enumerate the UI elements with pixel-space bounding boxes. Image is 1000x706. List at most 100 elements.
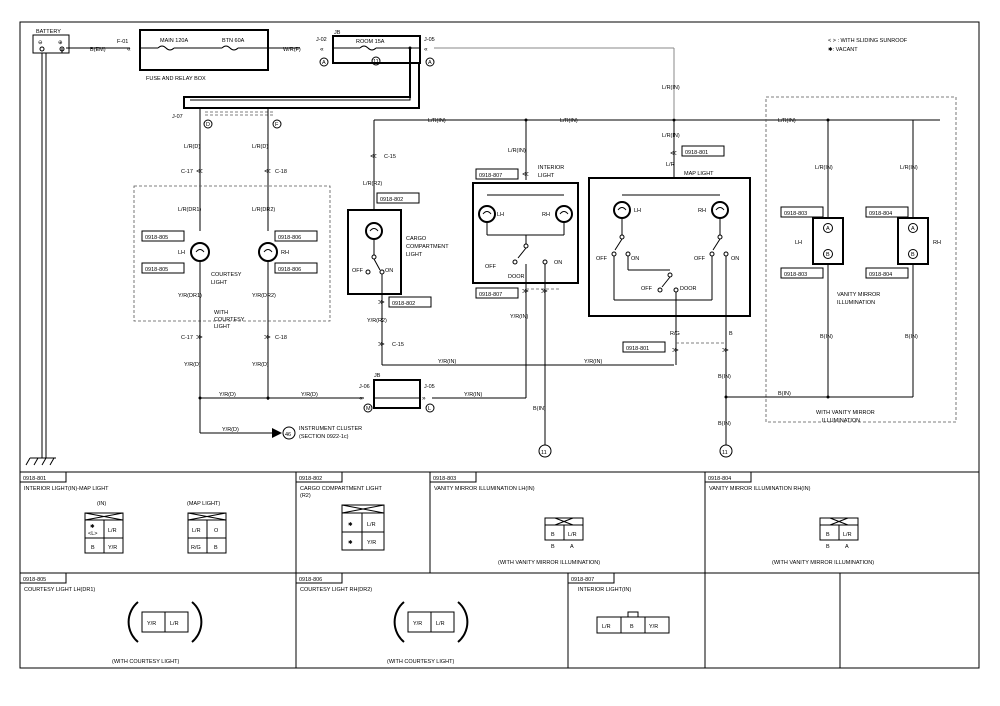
instrument-cluster-arrow-icon (272, 428, 282, 438)
svg-text:M: M (366, 406, 371, 412)
svg-text:B(IN): B(IN) (905, 334, 918, 340)
svg-text:ILLUMINATION: ILLUMINATION (837, 300, 875, 306)
svg-text:≪: ≪ (370, 153, 377, 160)
svg-text:(WITH COURTESY LIGHT): (WITH COURTESY LIGHT) (387, 659, 454, 665)
svg-text:RH: RH (281, 250, 289, 256)
svg-text:J-07: J-07 (172, 114, 183, 120)
svg-text:ON: ON (631, 256, 639, 262)
svg-text:✱: ✱ (90, 523, 95, 530)
svg-text:C-18: C-18 (275, 169, 287, 175)
svg-text:LIGHT: LIGHT (214, 324, 231, 330)
svg-text:B: B (551, 532, 555, 538)
svg-text:0918-807: 0918-807 (571, 577, 594, 583)
svg-text:L/R(D): L/R(D) (252, 144, 268, 150)
svg-text:L/R(IN): L/R(IN) (662, 133, 680, 139)
svg-text:J-05: J-05 (424, 37, 435, 43)
svg-text:A: A (911, 226, 915, 232)
svg-text:0918-803: 0918-803 (784, 272, 807, 278)
svg-text:L/R: L/R (602, 624, 611, 630)
svg-text:LIGHT: LIGHT (211, 280, 228, 286)
svg-text:≫: ≫ (522, 288, 529, 295)
diagram-frame (19, 21, 980, 669)
svg-text:CARGO COMPARTMENT LIGHT: CARGO COMPARTMENT LIGHT (300, 486, 383, 492)
svg-text:11: 11 (541, 450, 547, 456)
svg-text:RH: RH (542, 212, 550, 218)
svg-text:JB: JB (334, 30, 341, 36)
svg-text:OFF: OFF (694, 256, 706, 262)
svg-text:0918-806: 0918-806 (299, 577, 322, 583)
svg-text:VANITY MIRROR ILLUMINATION RH(: VANITY MIRROR ILLUMINATION RH(IN) (709, 486, 811, 492)
svg-text:A: A (845, 544, 849, 550)
svg-text:B(IN): B(IN) (778, 391, 791, 397)
svg-text:(R2): (R2) (300, 493, 311, 499)
courtesy-lh-bulb-icon (190, 242, 210, 262)
battery-plus: ⊕ (58, 40, 63, 46)
svg-text:Y/R(IN): Y/R(IN) (510, 314, 529, 320)
svg-text:Y/R(R2): Y/R(R2) (367, 318, 387, 324)
svg-text:B: B (826, 532, 830, 538)
svg-text:INSTRUMENT CLUSTER: INSTRUMENT CLUSTER (299, 426, 362, 432)
svg-text:(WITH COURTESY LIGHT): (WITH COURTESY LIGHT) (112, 659, 179, 665)
svg-text:MAP LIGHT: MAP LIGHT (684, 171, 714, 177)
svg-text:Y/R(IN): Y/R(IN) (438, 359, 457, 365)
svg-text:O: O (214, 528, 219, 534)
svg-text:LIGHT: LIGHT (406, 252, 423, 258)
svg-text:CARGO: CARGO (406, 236, 427, 242)
map-light (588, 177, 751, 317)
svg-text:C-17: C-17 (181, 169, 193, 175)
svg-text:ON: ON (554, 260, 562, 266)
interior-lh-bulb-icon (478, 205, 496, 223)
svg-text:R/G: R/G (191, 545, 201, 551)
svg-text:L/R(DR2): L/R(DR2) (252, 207, 275, 213)
svg-text:»: » (422, 395, 426, 402)
svg-text:ON: ON (731, 256, 739, 262)
svg-text:L/R(R2): L/R(R2) (363, 181, 382, 187)
svg-text:OFF: OFF (485, 264, 497, 270)
courtesy-rh-bulb-icon (258, 242, 278, 262)
svg-text:«: « (320, 46, 324, 53)
svg-text:L/R(IN): L/R(IN) (428, 118, 446, 124)
interior-rh-bulb-icon (555, 205, 573, 223)
svg-text:LH: LH (634, 208, 641, 214)
svg-text:B: B (729, 331, 733, 337)
cargo-compartment-light (347, 209, 402, 295)
svg-text:(SECTION 0922-1c): (SECTION 0922-1c) (299, 434, 349, 440)
svg-text:WITH: WITH (214, 310, 228, 316)
svg-text:COURTESY LIGHT LH(DR1): COURTESY LIGHT LH(DR1) (24, 587, 95, 593)
svg-text:0918-802: 0918-802 (299, 476, 322, 482)
svg-text:Y/R(IN): Y/R(IN) (464, 392, 483, 398)
svg-text:0918-801: 0918-801 (626, 346, 649, 352)
svg-text:A: A (428, 60, 432, 66)
svg-text:0918-805: 0918-805 (145, 235, 168, 241)
svg-text:INTERIOR LIGHT(IN): INTERIOR LIGHT(IN) (578, 587, 631, 593)
svg-text:COURTESY: COURTESY (211, 272, 242, 278)
svg-text:(IN): (IN) (97, 501, 106, 507)
svg-text:Y/R(D): Y/R(D) (252, 362, 269, 368)
fuse-relay-box (139, 29, 269, 71)
vanity-mirror-option-area (765, 96, 957, 423)
svg-text:COURTESY LIGHT RH(DR2): COURTESY LIGHT RH(DR2) (300, 587, 372, 593)
svg-text:L/R: L/R (436, 621, 445, 627)
svg-text:≫: ≫ (541, 288, 548, 295)
battery-label: BATTERY (36, 29, 61, 35)
svg-text:0918-807: 0918-807 (479, 292, 502, 298)
svg-text:0918-806: 0918-806 (278, 267, 301, 273)
svg-text:LIGHT: LIGHT (538, 173, 555, 179)
svg-text:A: A (570, 544, 574, 550)
svg-text:DOOR: DOOR (680, 286, 697, 292)
svg-text:0918-805: 0918-805 (23, 577, 46, 583)
legend-sunroof: < > : WITH SLIDING SUNROOF (828, 38, 908, 44)
svg-text:0918-807: 0918-807 (479, 173, 502, 179)
svg-text:WITH VANITY MIRROR: WITH VANITY MIRROR (816, 410, 875, 416)
svg-text:L/R: L/R (108, 528, 117, 534)
svg-text:L/R(IN): L/R(IN) (508, 148, 526, 154)
svg-text:(MAP LIGHT): (MAP LIGHT) (187, 501, 220, 507)
svg-text:B: B (551, 544, 555, 550)
svg-text:J-02: J-02 (316, 37, 327, 43)
svg-text:(WITH VANITY MIRROR ILLUMINATI: (WITH VANITY MIRROR ILLUMINATION) (772, 560, 874, 566)
cargo-bulb-icon (365, 222, 383, 240)
svg-text:RH: RH (698, 208, 706, 214)
svg-text:ILLUMINATION: ILLUMINATION (822, 418, 860, 424)
svg-text:L/R: L/R (170, 621, 179, 627)
svg-text:L/R: L/R (568, 532, 577, 538)
